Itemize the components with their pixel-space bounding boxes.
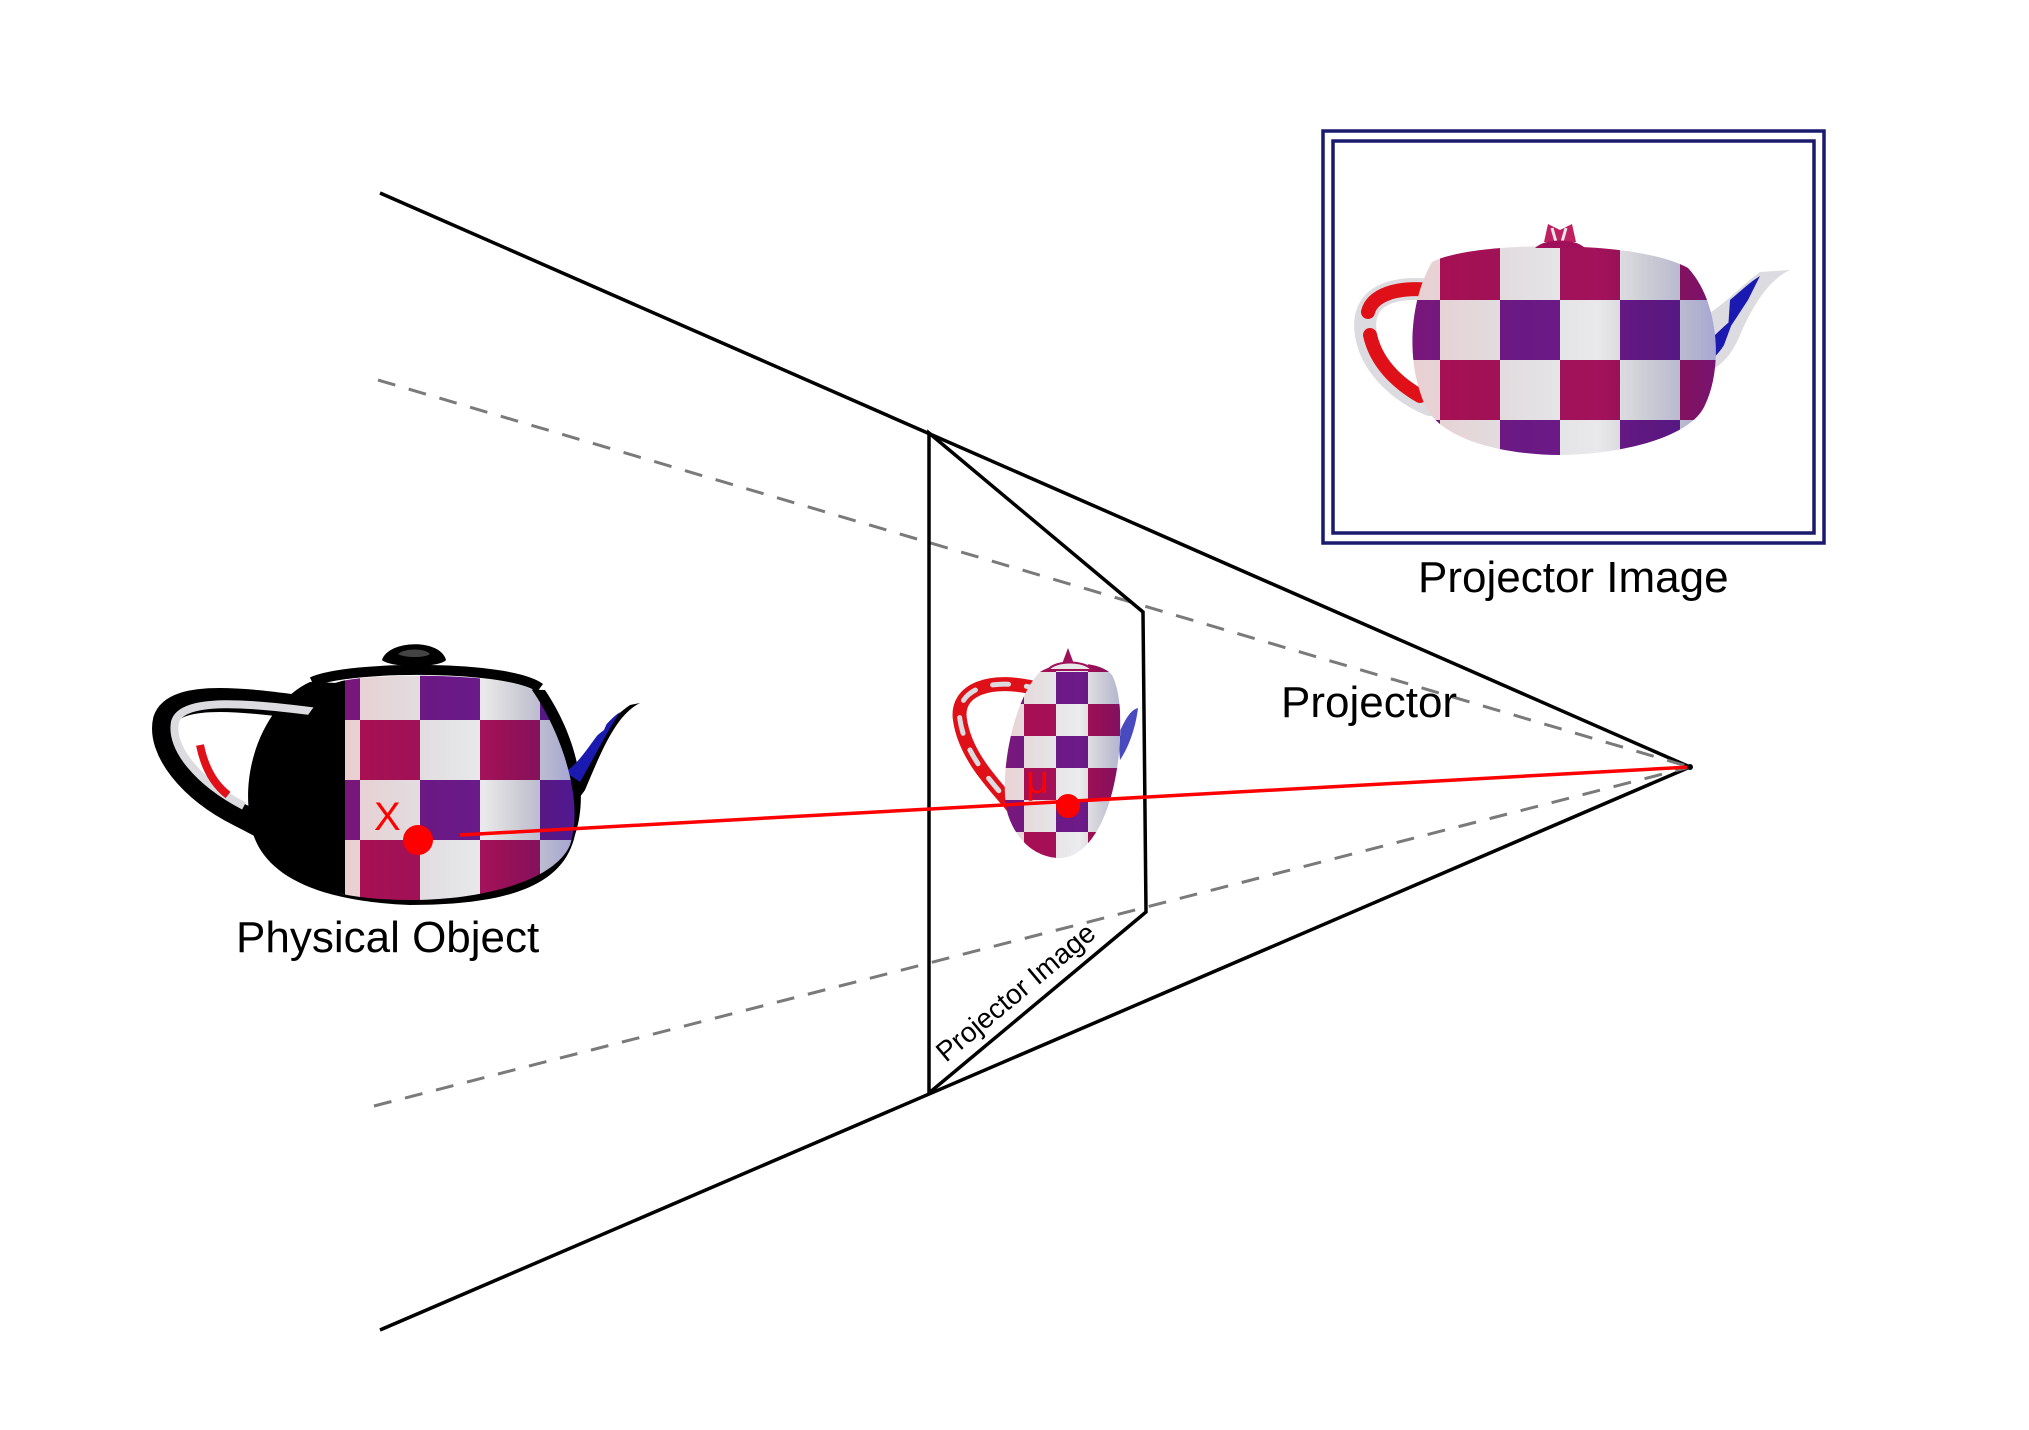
projector-center-marker — [1687, 764, 1693, 770]
point-mu-marker — [1056, 794, 1080, 818]
projector-frustum — [379, 191, 1691, 1332]
dashed-top-line — [377, 378, 1691, 769]
frustum-top-line — [379, 191, 1691, 769]
frustum-bottom-line — [379, 765, 1691, 1332]
projector-label: Projector — [1281, 678, 1457, 727]
projector-field-lines — [373, 378, 1691, 1108]
image-plane — [927, 429, 1148, 1097]
inset-frame-inner — [1331, 139, 1816, 535]
inset-teapot-icon — [1354, 224, 1790, 455]
point-x-label: X — [374, 795, 401, 839]
projection-ray — [403, 764, 1693, 855]
image-plane-quad — [927, 429, 1148, 1097]
point-x-marker — [403, 825, 433, 855]
dashed-bottom-line — [373, 765, 1691, 1108]
inset-projector-image-label: Projector Image — [1418, 553, 1729, 602]
point-mu-label: μ — [1026, 758, 1049, 802]
physical-object-label: Physical Object — [236, 913, 539, 962]
physical-teapot-icon — [152, 644, 640, 905]
projector-image-inset — [1321, 129, 1826, 545]
